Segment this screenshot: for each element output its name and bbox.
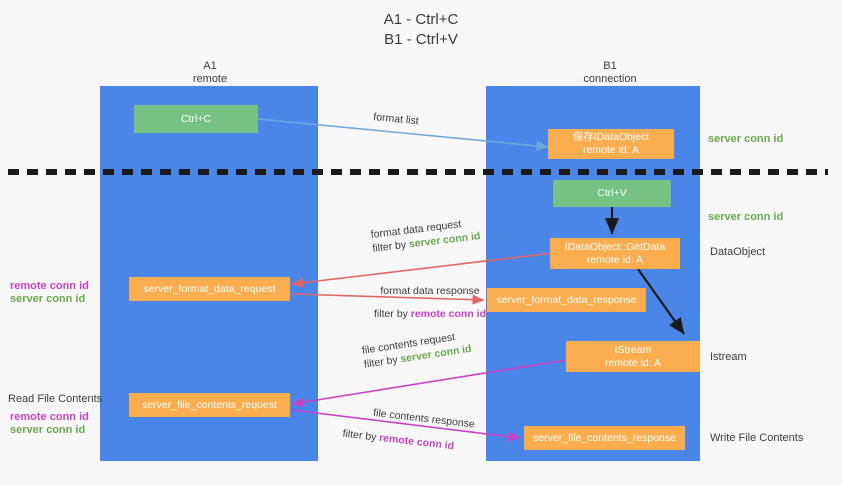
box-save-idataobject[interactable]: 保存IDataObject remote id: A [548,129,674,159]
left-label-remote-conn-id-1: remote conn id [10,280,89,292]
right-label-istream: Istream [710,351,747,363]
box-ctrl-c[interactable]: Ctrl+C [134,105,258,133]
box-idataobject-getdata[interactable]: IDataObject::GetData remote id: A [550,238,680,269]
box-ctrl-v[interactable]: Ctrl+V [553,180,671,207]
page-title: A1 - Ctrl+C B1 - Ctrl+V [383,11,459,48]
box-server-format-data-response[interactable]: server_format_data_response [487,288,646,312]
arrow-format-data-response [291,293,485,305]
arrow-file-contents-request [291,359,567,408]
box-server-format-data-request[interactable]: server_format_data_request [129,277,290,301]
left-label-server-conn-id-1: server conn id [10,293,86,305]
right-label-server-conn-id-second: server conn id [708,211,784,223]
left-label-remote-conn-id-2: remote conn id [10,411,89,423]
left-label-read-file-contents: Read File Contents [8,393,103,405]
arrow-format-list [257,118,549,151]
box-istream[interactable]: IStream remote id: A [566,341,700,372]
right-label-server-conn-id-top: server conn id [708,133,784,145]
left-label-server-conn-id-2: server conn id [10,424,86,436]
box-server-file-contents-response[interactable]: server_file_contents_response [524,426,685,450]
label-format-data-response: format data response filter by remote co… [340,284,520,321]
label-format-data-response-line1: format data response [380,285,480,297]
column-header-a1: A1 remote [192,60,228,85]
box-server-file-contents-request[interactable]: server_file_contents_request [129,393,290,417]
arrow-file-contents-response [291,409,521,442]
arrow-getdata-to-istream [637,268,685,335]
label-format-data-response-line2: filter by remote conn id [340,307,520,321]
column-header-b1: B1 connection [583,60,637,85]
filter-by-prefix: filter by [373,308,411,320]
arrow-format-data-request [291,252,554,288]
right-label-dataobject: DataObject [710,246,766,258]
right-label-write-file-contents: Write File Contents [710,432,804,444]
filter-value-remote-conn-id: remote conn id [410,308,487,320]
filter-by-prefix: filter by [341,427,380,444]
